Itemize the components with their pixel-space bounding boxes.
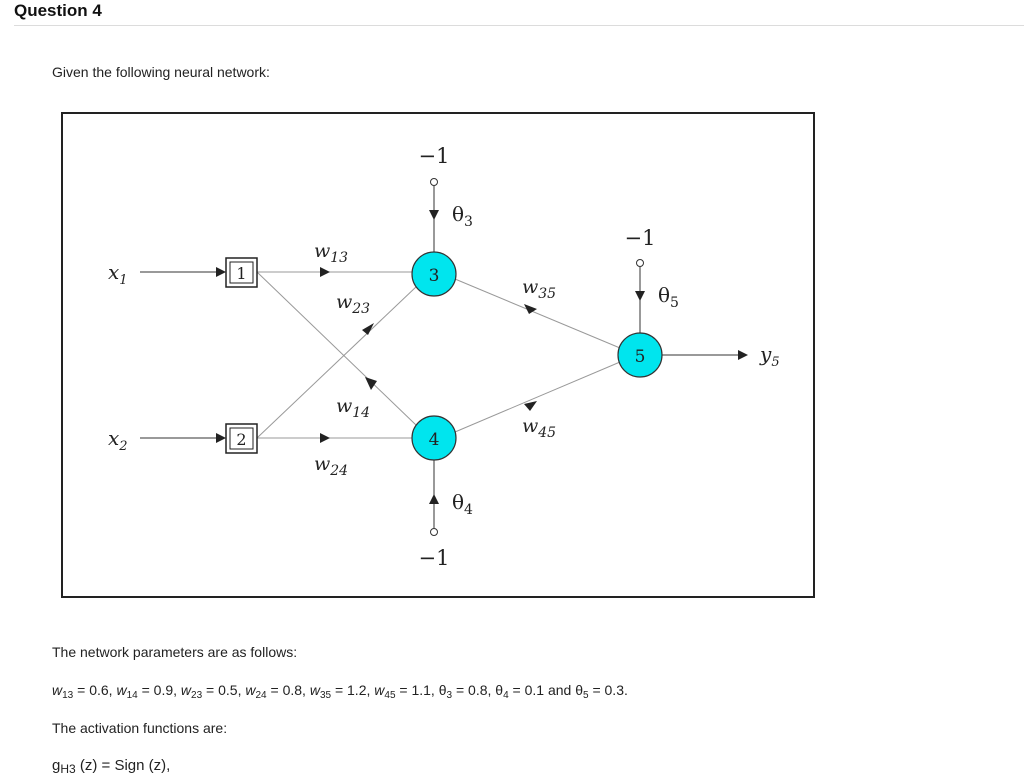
w35-label: w35: [522, 276, 556, 302]
edge-1-4-arrow: [365, 377, 377, 390]
activation-rest: (z) = Sign (z),: [75, 757, 171, 774]
y5-label: y5: [759, 342, 780, 370]
edge-2-3-arrow: [362, 323, 374, 335]
question-title: Question 4: [14, 1, 102, 20]
x1-arrowhead: [216, 267, 226, 277]
neuron-4: 4: [411, 415, 457, 461]
neuron-3: 3: [411, 251, 457, 297]
theta3-bias-label: −1: [419, 144, 450, 168]
input-node-1: 1: [225, 257, 258, 288]
param-w14-sym: w: [116, 682, 127, 698]
input-node-2: 2: [225, 423, 258, 454]
network-diagram-frame: 1 2 3 4 5 x1 x2 w13 w23 w14 w24 w35 w45: [61, 112, 815, 598]
param-theta3-sym: θ: [438, 682, 447, 698]
w13-label: w13: [314, 240, 348, 266]
activation-line: gH3 (z) = Sign (z),: [52, 757, 171, 776]
w24-label: w24: [314, 453, 348, 479]
x1-label: x1: [108, 260, 128, 288]
param-theta5-sym: θ: [575, 682, 583, 698]
param-w13-val: = 0.6,: [73, 682, 117, 698]
input-node-1-label: 1: [236, 264, 246, 283]
param-w35-sym: w: [309, 682, 320, 698]
param-theta4-val: = 0.1 and: [508, 682, 576, 698]
param-w13-sub: 13: [62, 690, 74, 701]
param-w45-val: = 1.1,: [395, 682, 439, 698]
theta4-arrowhead: [429, 494, 439, 504]
param-w24-sym: w: [245, 682, 256, 698]
param-w23-sub: 23: [191, 690, 203, 701]
w45-label: w45: [522, 415, 556, 441]
param-w23-val: = 0.5,: [202, 682, 246, 698]
param-theta4-sub: 4: [503, 690, 509, 701]
param-w35-val: = 1.2,: [331, 682, 375, 698]
theta3-bias-node: [430, 178, 438, 186]
param-w45-sym: w: [374, 682, 385, 698]
activation-sub: H3: [60, 762, 76, 776]
param-w13-sym: w: [52, 682, 63, 698]
theta5-bias-node: [636, 259, 644, 267]
activation-heading: The activation functions are:: [52, 720, 228, 736]
theta5-label: θ5: [658, 283, 679, 311]
title-divider: [14, 25, 1024, 26]
param-w24-sub: 24: [255, 690, 267, 701]
param-theta5-val: = 0.3.: [588, 682, 628, 698]
theta3-arrowhead: [429, 210, 439, 220]
x2-arrowhead: [216, 433, 226, 443]
input-node-2-label: 2: [236, 430, 246, 449]
param-theta3-val: = 0.8,: [452, 682, 496, 698]
params-heading: The network parameters are as follows:: [52, 644, 298, 660]
param-w24-val: = 0.8,: [266, 682, 310, 698]
neuron-5-label: 5: [635, 347, 646, 367]
theta4-bias-label: −1: [419, 546, 450, 570]
param-w14-val: = 0.9,: [137, 682, 181, 698]
edge-2-3: [256, 285, 418, 439]
activation-g: g: [52, 757, 61, 774]
param-theta5-sub: 5: [583, 690, 589, 701]
params-line: w13 = 0.6, w14 = 0.9, w23 = 0.5, w24 = 0…: [52, 682, 628, 701]
theta4-label: θ4: [452, 490, 473, 518]
edge-3-5-arrow: [524, 304, 537, 314]
network-diagram: 1 2 3 4 5 x1 x2 w13 w23 w14 w24 w35 w45: [108, 144, 780, 570]
edge-3-5: [454, 278, 621, 349]
edge-4-5-arrow: [524, 401, 537, 411]
edge-1-4: [256, 271, 417, 426]
neuron-3-label: 3: [429, 266, 440, 286]
param-w14-sub: 14: [126, 690, 138, 701]
w23-label: w23: [336, 291, 370, 317]
edge-4-5: [454, 361, 621, 433]
output-arrowhead: [738, 350, 748, 360]
param-theta3-sub: 3: [446, 690, 453, 701]
neuron-5: 5: [617, 332, 663, 378]
neuron-4-label: 4: [429, 430, 440, 450]
edge-2-4-arrow: [320, 433, 330, 443]
theta4-bias-node: [430, 528, 438, 536]
theta5-arrowhead: [635, 291, 645, 301]
param-w35-sub: 35: [319, 690, 332, 701]
param-theta4-sym: θ: [495, 682, 504, 698]
theta5-bias-label: −1: [625, 226, 656, 250]
theta3-label: θ3: [452, 202, 473, 230]
x2-label: x2: [108, 426, 128, 454]
edge-1-3-arrow: [320, 267, 330, 277]
param-w45-sub: 45: [384, 690, 396, 701]
w14-label: w14: [336, 395, 370, 421]
param-w23-sym: w: [180, 682, 192, 698]
intro-text: Given the following neural network:: [52, 64, 270, 80]
